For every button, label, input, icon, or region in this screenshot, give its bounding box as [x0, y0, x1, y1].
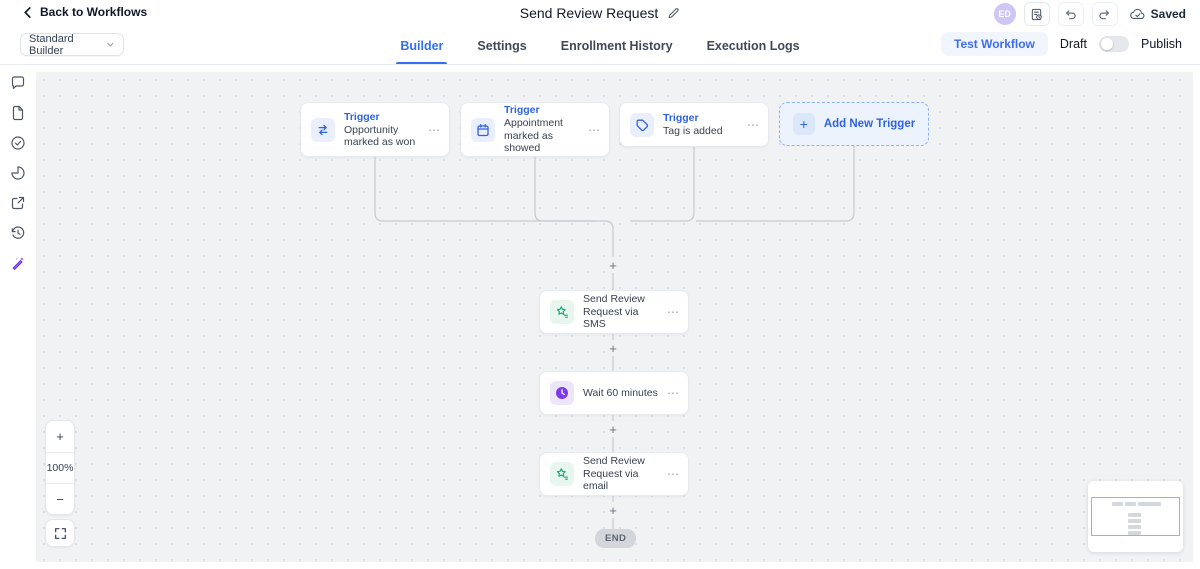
- add-new-trigger-label: Add New Trigger: [823, 118, 916, 130]
- test-workflow-button[interactable]: Test Workflow: [941, 32, 1048, 56]
- left-icon-rail: [0, 65, 36, 569]
- trigger-type-label: Trigger: [504, 104, 540, 117]
- action-node-send-review-email[interactable]: Send Review Request via email ⋯: [539, 452, 689, 496]
- node-menu-button[interactable]: ⋯: [667, 467, 680, 481]
- zoom-controls: + 100% −: [45, 420, 75, 515]
- action-node-send-review-sms[interactable]: Send Review Request via SMS ⋯: [539, 290, 689, 334]
- workflow-end-node: END: [595, 529, 637, 548]
- add-step-button[interactable]: +: [605, 421, 621, 437]
- trigger-node-tag-added[interactable]: Trigger Tag is added ⋯: [619, 102, 769, 147]
- tab-builder[interactable]: Builder: [396, 28, 448, 64]
- pie-chart-icon[interactable]: [8, 163, 28, 183]
- action-label: Send Review Request via email: [583, 455, 645, 493]
- trigger-description: Tag is added: [663, 124, 723, 137]
- chevron-down-icon: [107, 42, 114, 47]
- trigger-description: Opportunity marked as won: [344, 123, 416, 149]
- action-node-wait[interactable]: Wait 60 minutes ⋯: [539, 371, 689, 415]
- version-history-icon: [1031, 8, 1042, 20]
- add-step-button[interactable]: +: [605, 257, 621, 273]
- node-menu-button[interactable]: ⋯: [667, 386, 680, 400]
- saved-status[interactable]: Saved: [1129, 7, 1186, 21]
- top-header: Back to Workflows Send Review Request ED…: [0, 0, 1200, 28]
- cloud-check-icon: [1129, 8, 1145, 19]
- expand-icon: [54, 527, 66, 539]
- review-star-icon: [550, 300, 574, 324]
- back-to-workflows-label: Back to Workflows: [40, 5, 148, 19]
- chevron-left-icon: [24, 6, 31, 18]
- saved-label: Saved: [1150, 7, 1186, 21]
- trigger-node-opportunity-won[interactable]: Trigger Opportunity marked as won ⋯: [300, 102, 450, 157]
- calendar-icon: [471, 117, 495, 142]
- node-menu-button[interactable]: ⋯: [667, 305, 680, 319]
- minimap-viewport: [1091, 497, 1180, 536]
- zoom-level: 100%: [46, 452, 74, 483]
- node-menu-button[interactable]: ⋯: [747, 117, 760, 132]
- add-step-button[interactable]: +: [605, 502, 621, 518]
- file-icon[interactable]: [8, 103, 28, 123]
- swap-arrows-icon: [311, 117, 335, 142]
- chat-bubble-icon[interactable]: [8, 73, 28, 93]
- avatar[interactable]: ED: [993, 3, 1016, 25]
- header-actions: ED Saved: [993, 2, 1186, 26]
- tab-execution-logs[interactable]: Execution Logs: [706, 39, 800, 53]
- builder-mode-value: Standard Builder: [29, 32, 74, 57]
- publish-toggle[interactable]: [1099, 36, 1129, 52]
- history-clock-icon[interactable]: [8, 223, 28, 243]
- redo-icon: [1099, 9, 1110, 19]
- tab-bar: Builder Settings Enrollment History Exec…: [0, 28, 1200, 64]
- trigger-type-label: Trigger: [663, 111, 699, 124]
- toolbar-right: Test Workflow Draft Publish: [941, 32, 1182, 56]
- workflow-title: Send Review Request: [519, 5, 659, 21]
- zoom-out-button[interactable]: −: [46, 483, 74, 514]
- fit-view-button[interactable]: [45, 519, 75, 547]
- publish-label: Publish: [1141, 37, 1182, 51]
- edit-pencil-icon[interactable]: [667, 7, 680, 20]
- minimap[interactable]: [1088, 481, 1183, 552]
- tab-settings[interactable]: Settings: [477, 39, 527, 53]
- back-to-workflows-link[interactable]: Back to Workflows: [22, 5, 147, 19]
- workflow-canvas[interactable]: Trigger Opportunity marked as won ⋯ Trig…: [36, 72, 1193, 562]
- add-step-button[interactable]: +: [605, 340, 621, 356]
- trigger-type-label: Trigger: [344, 110, 380, 123]
- builder-mode-select[interactable]: Standard Builder: [20, 32, 124, 57]
- add-new-trigger-button[interactable]: + Add New Trigger: [779, 102, 929, 146]
- toggle-knob: [1101, 38, 1113, 50]
- node-menu-button[interactable]: ⋯: [428, 122, 441, 137]
- trigger-description: Appointment marked as showed: [504, 117, 563, 155]
- external-link-icon[interactable]: [8, 193, 28, 213]
- undo-button[interactable]: [1057, 2, 1084, 26]
- tab-enrollment-history[interactable]: Enrollment History: [560, 39, 673, 53]
- magic-wand-icon[interactable]: [8, 253, 28, 273]
- version-history-button[interactable]: [1023, 2, 1050, 26]
- action-label: Send Review Request via SMS: [583, 293, 645, 331]
- toolbar: Standard Builder Builder Settings Enroll…: [0, 28, 1200, 65]
- zoom-in-button[interactable]: +: [56, 429, 64, 444]
- trigger-node-appointment-showed[interactable]: Trigger Appointment marked as showed ⋯: [460, 102, 610, 157]
- draft-label: Draft: [1059, 37, 1087, 51]
- node-menu-button[interactable]: ⋯: [588, 122, 601, 137]
- undo-icon: [1066, 9, 1076, 19]
- redo-button[interactable]: [1091, 2, 1118, 26]
- check-circle-icon[interactable]: [8, 133, 28, 153]
- action-label: Wait 60 minutes: [583, 386, 658, 399]
- tag-icon: [630, 112, 654, 137]
- wait-clock-icon: [550, 381, 574, 405]
- plus-icon: +: [792, 113, 815, 135]
- review-star-icon: [550, 462, 574, 486]
